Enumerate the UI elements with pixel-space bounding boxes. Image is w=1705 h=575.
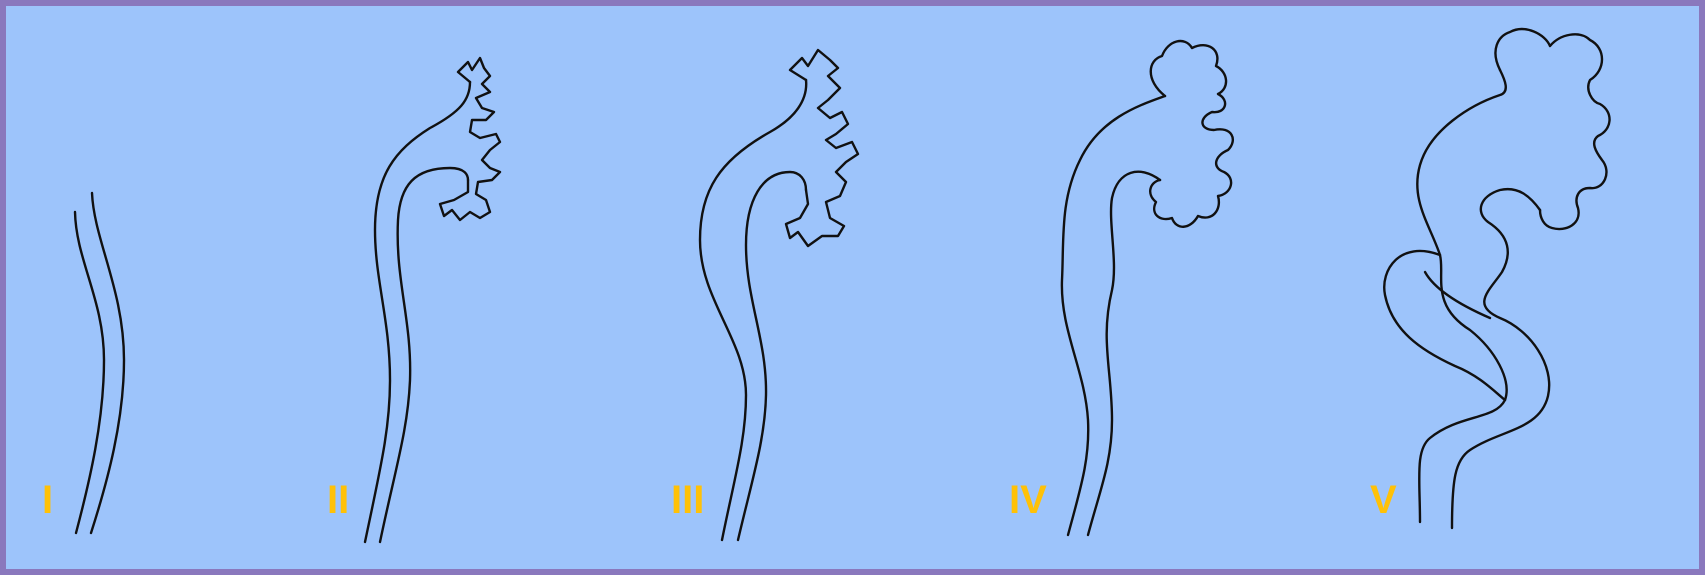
stage-drawings xyxy=(6,6,1699,569)
stage-1-drawing xyxy=(75,193,124,533)
stage-3-drawing xyxy=(700,50,858,540)
diagram-panel: I II III IV V xyxy=(6,6,1699,569)
stage-label-1: I xyxy=(42,480,53,520)
stage-2-drawing xyxy=(365,58,500,542)
stage-label-5: V xyxy=(1370,480,1397,520)
stage-5-drawing xyxy=(1384,29,1609,528)
stage-label-2: II xyxy=(327,480,349,520)
stage-label-3: III xyxy=(671,480,704,520)
stage-4-drawing xyxy=(1062,41,1233,535)
stage-label-4: IV xyxy=(1009,480,1047,520)
